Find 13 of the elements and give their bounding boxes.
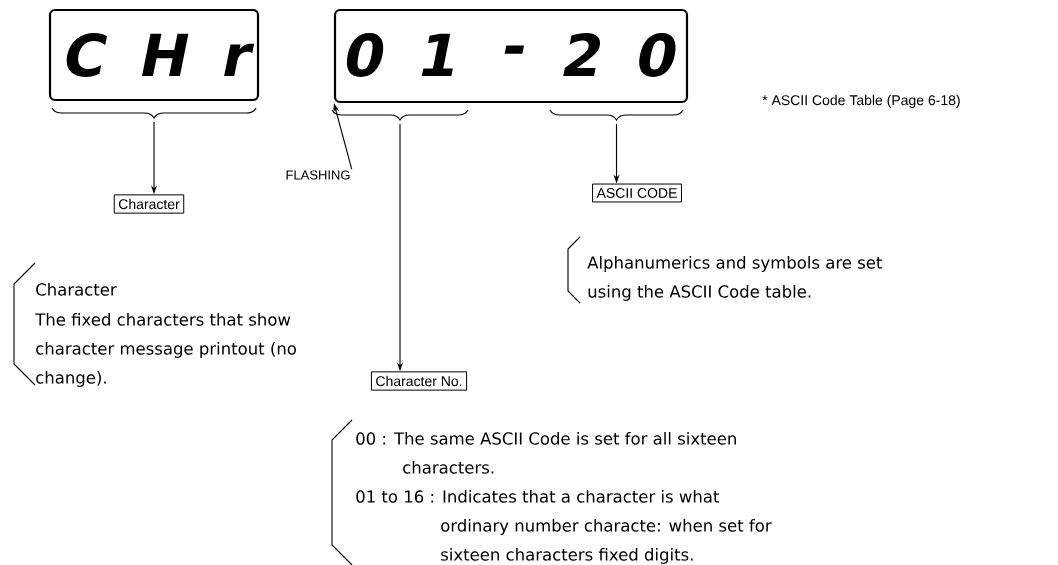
description-text: Alphanumerics and symbols are set using the ASCII Code table. [587, 256, 882, 301]
display-panel: C H r [48, 8, 260, 102]
segment-digits: 2 0 [563, 33, 676, 77]
description-text: 00 : The same ASCII Code is set for all sixteen characters. [356, 432, 736, 474]
description-text: 01 to 16 : Indicates that a character is what ordinary number characte: when set for sixteen characters fixed digits. [356, 490, 772, 564]
description-heading: Character [36, 283, 117, 296]
callout-text: FLASHING [286, 170, 350, 180]
label-box: Character No. [370, 371, 468, 391]
note: * ASCII Code Table (Page 6-18) [762, 94, 960, 108]
segment-digits: 0 1 [346, 33, 453, 77]
label-box: ASCII CODE [592, 183, 682, 203]
label-box: Character [113, 194, 185, 214]
description-text: The fixed characters that show character message printout (no change). [35, 313, 296, 387]
